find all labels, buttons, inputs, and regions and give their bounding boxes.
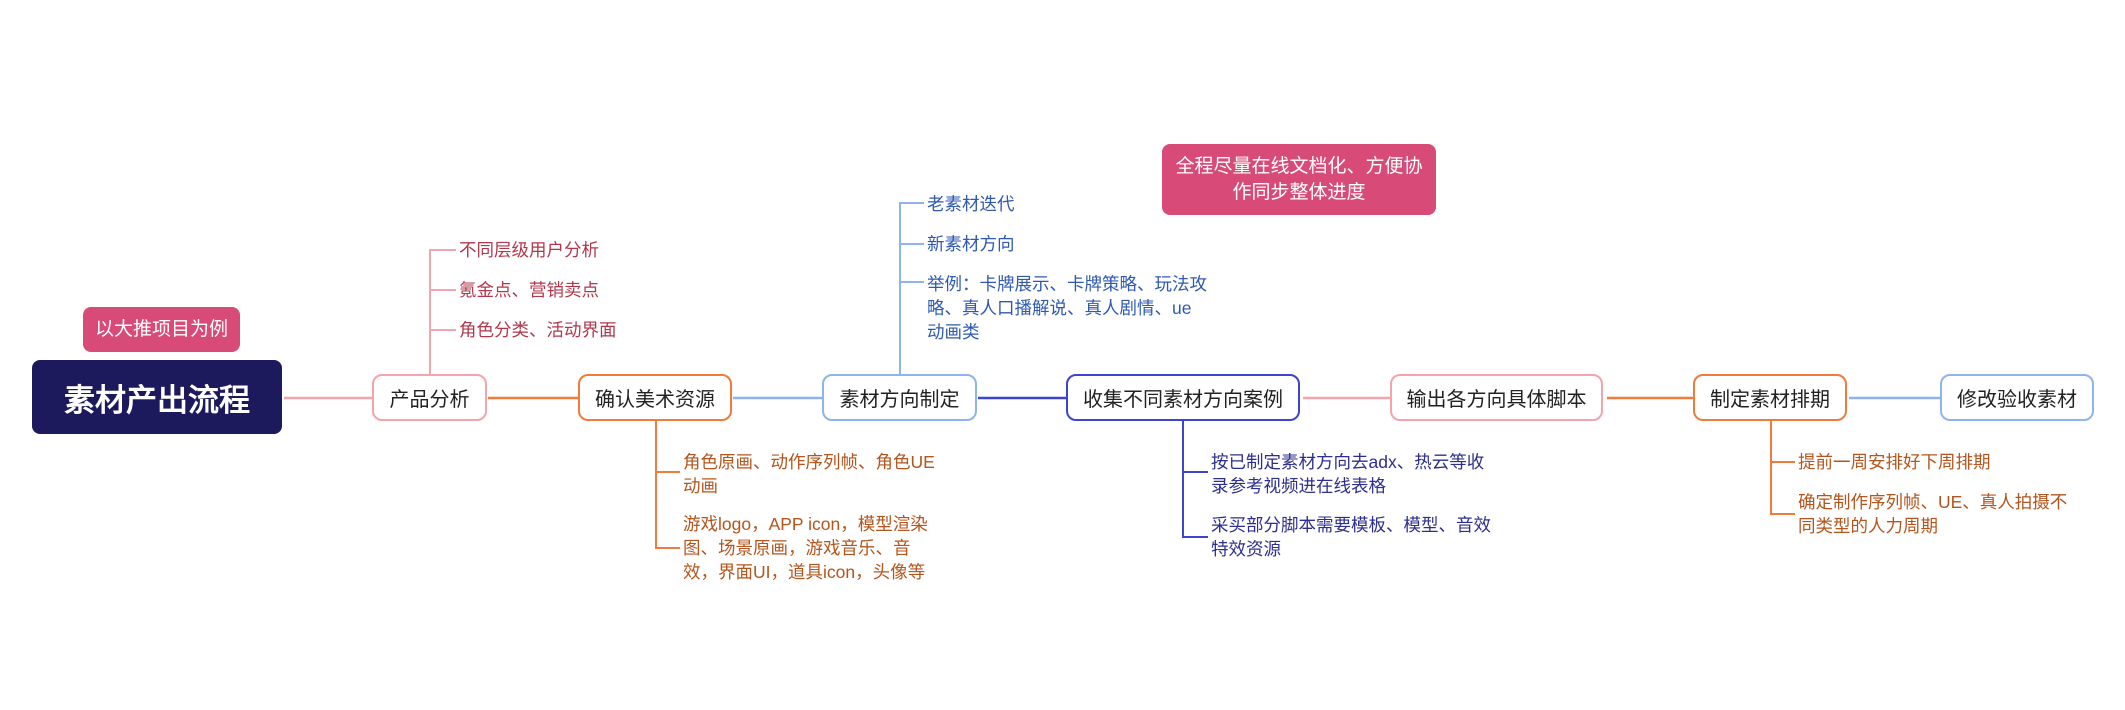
- root-node[interactable]: 素材产出流程: [32, 360, 282, 434]
- leaf-new-direction[interactable]: 新素材方向: [927, 234, 1015, 254]
- step-review-materials[interactable]: 修改验收素材: [1940, 374, 2094, 421]
- step-collect-cases[interactable]: 收集不同素材方向案例: [1066, 374, 1300, 421]
- connector-step2-children: [655, 421, 680, 549]
- leaf-manpower-cycle[interactable]: 确定制作序列帧、UE、真人拍摄不同类型的人力周期: [1798, 492, 2068, 536]
- leaf-game-assets[interactable]: 游戏logo，APP icon，模型渲染图、场景原画，游戏音乐、音效，界面UI，…: [683, 514, 928, 582]
- leaf-user-tier-analysis[interactable]: 不同层级用户分析: [459, 240, 599, 260]
- connector-step6-children: [1770, 421, 1795, 515]
- step-output-scripts[interactable]: 输出各方向具体脚本: [1390, 374, 1603, 421]
- step-product-analysis[interactable]: 产品分析: [372, 374, 487, 421]
- step-confirm-art-assets[interactable]: 确认美术资源: [578, 374, 732, 421]
- note-tag: 全程尽量在线文档化、方便协作同步整体进度: [1162, 144, 1436, 215]
- connector-step1-children: [429, 249, 456, 374]
- leaf-old-iteration[interactable]: 老素材迭代: [927, 194, 1015, 214]
- connector-step4-children: [1182, 421, 1208, 538]
- leaf-plan-next-week[interactable]: 提前一周安排好下周排期: [1798, 452, 1991, 472]
- example-tag: 以大推项目为例: [83, 307, 240, 352]
- leaf-role-art[interactable]: 角色原画、动作序列帧、角色UE动画: [683, 452, 935, 496]
- step-schedule[interactable]: 制定素材排期: [1693, 374, 1847, 421]
- leaf-role-activity-ui[interactable]: 角色分类、活动界面: [459, 320, 617, 340]
- leaf-collect-references[interactable]: 按已制定素材方向去adx、热云等收录参考视频进在线表格: [1211, 452, 1485, 496]
- step-material-direction[interactable]: 素材方向制定: [822, 374, 977, 421]
- leaf-direction-examples[interactable]: 举例：卡牌展示、卡牌策略、玩法攻略、真人口播解说、真人剧情、ue动画类: [927, 274, 1207, 342]
- leaf-purchase-resources[interactable]: 采买部分脚本需要模板、模型、音效特效资源: [1211, 515, 1491, 559]
- connector-step3-children: [899, 202, 924, 374]
- leaf-payment-selling-points[interactable]: 氪金点、营销卖点: [459, 280, 599, 300]
